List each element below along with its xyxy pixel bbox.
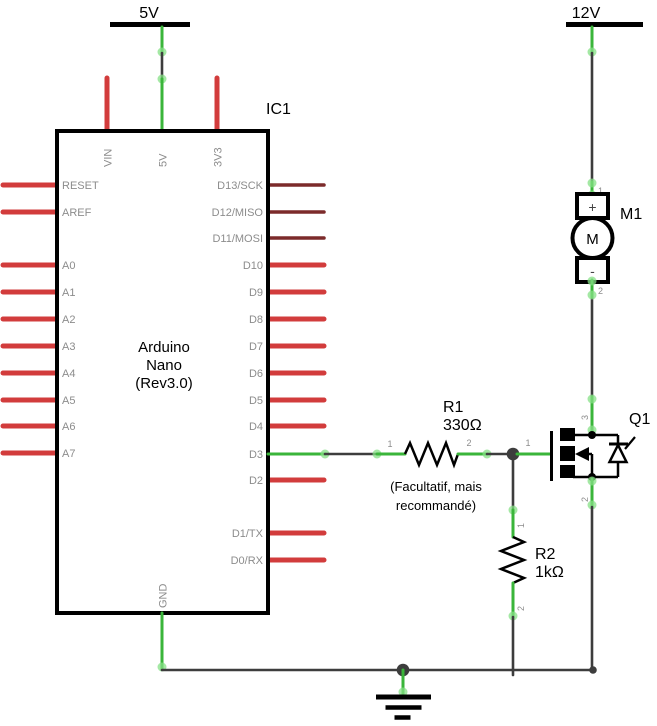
r1-pin2-number: 2 xyxy=(466,438,471,448)
mosfet-q1[interactable]: Q1 3 2 xyxy=(550,295,651,672)
r2-value: 1kΩ xyxy=(535,564,564,581)
power-rail-12v[interactable]: 12V xyxy=(566,5,643,184)
m1-pin1-number: 1 xyxy=(598,186,603,196)
pin-label-d8: D8 xyxy=(249,314,263,326)
ic1-name-line2: Nano xyxy=(146,357,182,374)
pin-label-a3: A3 xyxy=(62,341,75,353)
m1-pin2-number: 2 xyxy=(598,286,603,296)
pin-label-d3: D3 xyxy=(249,449,263,461)
m1-body[interactable] xyxy=(570,216,615,260)
q1-ref: Q1 xyxy=(629,411,650,428)
pin-label-d11-mosi: D11/MOSI xyxy=(212,233,263,245)
power-5v-label: 5V xyxy=(139,5,159,22)
pin-label-aref: AREF xyxy=(62,207,92,219)
pin-label-d12-miso: D12/MISO xyxy=(212,207,264,219)
r1-ref: R1 xyxy=(443,399,464,416)
m1-letter: M xyxy=(586,231,599,248)
pin-label-5v: 5V xyxy=(158,153,170,167)
m1-minus-sign: - xyxy=(590,263,595,279)
resistor-r2[interactable]: 1 2 R2 1kΩ xyxy=(497,458,564,677)
wire-node xyxy=(398,687,408,697)
power-12v-label: 12V xyxy=(572,5,601,22)
pin-label-gnd: GND xyxy=(158,584,170,609)
resistor-r1[interactable]: 1 2 R1 330Ω (Facultatif, mais recommandé… xyxy=(375,399,492,513)
r1-note-line1: (Facultatif, mais xyxy=(390,479,482,494)
ic1-ref: IC1 xyxy=(266,101,291,118)
pin-label-a6: A6 xyxy=(62,421,75,433)
pin-label-d10: D10 xyxy=(243,260,263,272)
wire-node xyxy=(587,276,597,286)
pin-label-d1-tx: D1/TX xyxy=(232,528,264,540)
pin-label-d5: D5 xyxy=(249,395,263,407)
r2-pin1-number: 1 xyxy=(516,523,526,528)
pin-label-d4: D4 xyxy=(249,421,263,433)
ground-icon[interactable] xyxy=(376,694,431,720)
pin-label-d2: D2 xyxy=(249,475,263,487)
wire-node xyxy=(587,394,597,404)
wire-node xyxy=(587,290,597,300)
r2-zigzag[interactable] xyxy=(497,535,528,585)
ground-net[interactable] xyxy=(157,611,597,720)
q1-channel-source-bar[interactable] xyxy=(560,465,575,478)
q1-body-diode-icon xyxy=(607,435,636,477)
arduino-nano-ic1[interactable]: IC1 VIN 5V 3V3 GND RESET AREF A0 A1 A2 A… xyxy=(0,75,327,615)
pin-label-vin: VIN xyxy=(103,149,115,167)
pin-label-a2: A2 xyxy=(62,314,75,326)
wire-d3-to-r1[interactable] xyxy=(266,449,382,459)
pin-label-a1: A1 xyxy=(62,287,75,299)
r1-zigzag[interactable] xyxy=(403,439,460,469)
pin-label-3v3: 3V3 xyxy=(213,147,225,167)
pin-label-reset: RESET xyxy=(62,180,99,192)
pin-label-a4: A4 xyxy=(62,368,75,380)
q1-drain-node xyxy=(588,431,596,439)
r1-note-line2: recommandé) xyxy=(396,498,476,513)
m1-ref: M1 xyxy=(620,206,642,223)
pin-label-a0: A0 xyxy=(62,260,75,272)
motor-m1[interactable]: 1 + - M M1 2 xyxy=(570,178,643,300)
pin-label-d0-rx: D0/RX xyxy=(231,555,264,567)
wire-node xyxy=(587,178,597,188)
wire-node xyxy=(587,500,597,510)
m1-plus-sign: + xyxy=(588,199,596,215)
q1-channel-drain-bar[interactable] xyxy=(560,428,575,441)
pin-label-a7: A7 xyxy=(62,448,75,460)
junction-dot xyxy=(506,447,520,461)
r1-value: 330Ω xyxy=(443,417,482,434)
pin-label-a5: A5 xyxy=(62,395,75,407)
ic1-body[interactable] xyxy=(55,129,270,615)
q1-body-arrow xyxy=(575,447,589,461)
r2-ref: R2 xyxy=(535,546,556,563)
wire-corner xyxy=(589,666,597,674)
pin-label-d6: D6 xyxy=(249,368,263,380)
wire-node xyxy=(587,476,597,486)
pin-label-d9: D9 xyxy=(249,287,263,299)
pin-label-d7: D7 xyxy=(249,341,263,353)
q1-drain-pin-number: 3 xyxy=(580,415,590,420)
r1-pin1-number: 1 xyxy=(387,439,392,449)
pin-label-d13-sck: D13/SCK xyxy=(217,180,264,192)
q1-source-pin-number: 2 xyxy=(580,497,590,502)
q1-channel-body-bar[interactable] xyxy=(560,446,575,461)
power-rail-5v[interactable]: 5V xyxy=(110,5,190,132)
wire-gate-junction[interactable]: 1 xyxy=(485,438,552,461)
q1-gate-pin-number: 1 xyxy=(525,438,530,448)
ic1-name-line3: (Rev3.0) xyxy=(135,375,193,392)
r2-pin2-number: 2 xyxy=(516,606,526,611)
ic1-name-line1: Arduino xyxy=(138,339,190,356)
